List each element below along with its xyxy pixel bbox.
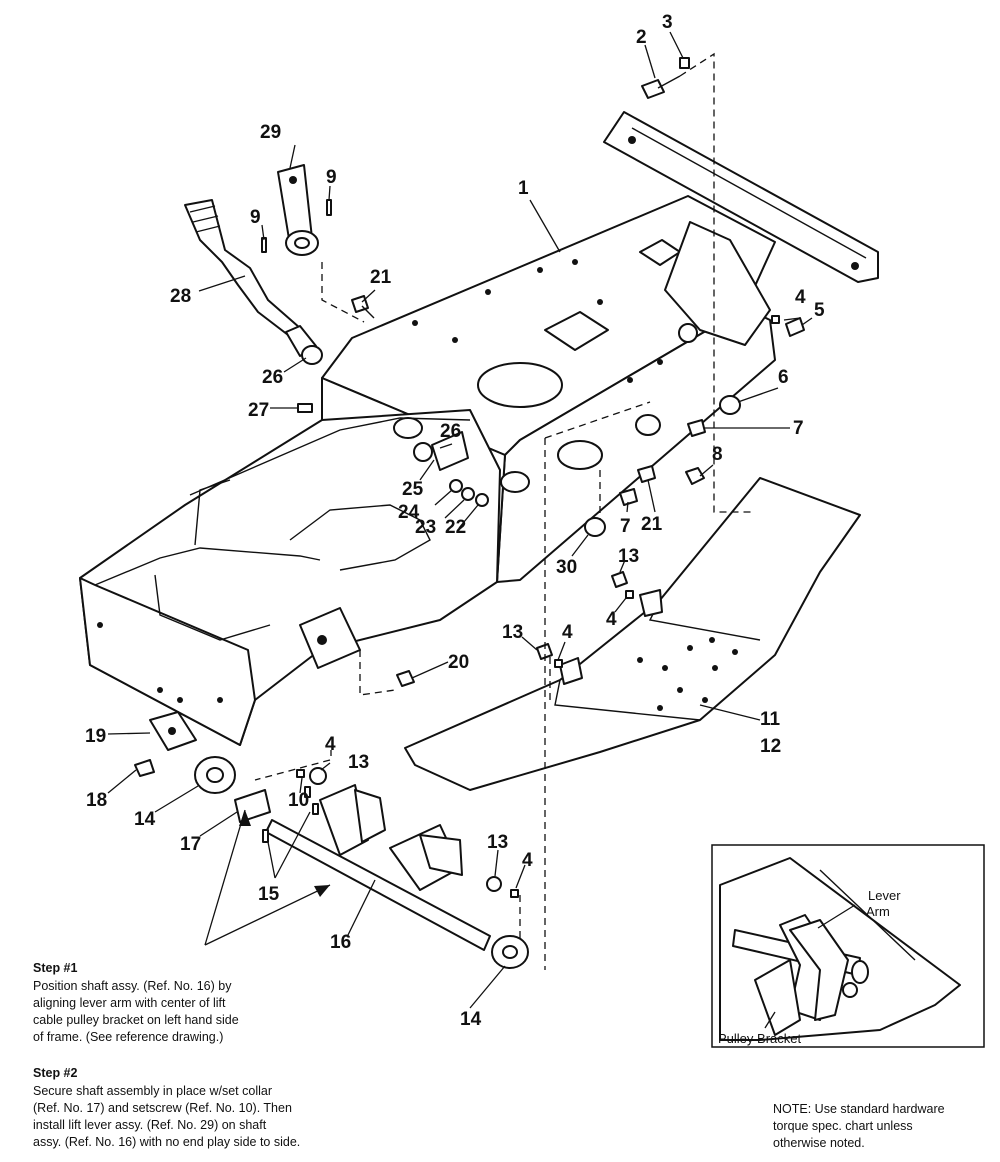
callout-7b: 7 [620,516,631,537]
torque-note-line: torque spec. chart unless [773,1119,913,1133]
callout-1: 1 [518,178,529,199]
inset-label-lever: Lever Arm [866,888,904,919]
callout-4d: 4 [325,734,336,755]
footrest-plate [404,477,861,791]
callout-28: 28 [170,286,191,307]
hardware [297,57,805,687]
step2-line: (Ref. No. 17) and setscrew (Ref. No. 10)… [33,1101,292,1115]
step1-line: Position shaft assy. (Ref. No. 16) by [33,979,232,993]
callout-4c: 4 [562,622,573,643]
main-frame [79,195,776,746]
step2-line: assy. (Ref. No. 16) with no end play sid… [33,1135,301,1149]
inset-label-pulley-bracket: Pulley Bracket [718,1031,801,1046]
shaft-assembly [134,711,529,969]
callout-17: 17 [180,834,201,855]
front-cross-bar [603,111,879,283]
callout-24: 24 [398,502,420,523]
reference-inset: Lever Arm Pulley Bracket [711,844,985,1048]
callouts: 1 2 3 29 9 9 28 21 26 27 4 5 6 7 8 7 21 … [85,12,825,1030]
callout-29: 29 [260,122,281,143]
callout-8: 8 [712,444,723,465]
callout-12: 12 [760,736,781,757]
callout-3: 3 [662,12,673,33]
step2-line: install lift lever assy. (Ref. No. 29) o… [33,1118,267,1132]
callout-13c: 13 [348,752,369,773]
torque-note: NOTE: Use standard hardware torque spec.… [773,1101,993,1152]
callout-7a: 7 [793,418,804,439]
callout-26b: 26 [440,421,461,442]
callout-13a: 13 [618,546,639,567]
torque-note-line: NOTE: Use standard hardware [773,1102,945,1116]
callout-13b: 13 [502,622,523,643]
callout-23: 23 [415,517,436,538]
step1-instructions: Step #1 Position shaft assy. (Ref. No. 1… [33,960,363,1046]
callout-4e: 4 [522,850,533,871]
inset-label-lever-line2: Arm [866,904,890,919]
callout-4a: 4 [795,287,806,308]
callout-22: 22 [445,517,466,538]
alignment-lines [254,52,752,970]
step1-title: Step #1 [33,961,78,975]
callout-6: 6 [778,367,789,388]
step2-line: Secure shaft assembly in place w/set col… [33,1084,272,1098]
callout-9a: 9 [326,167,337,188]
callout-14a: 14 [134,809,156,830]
inset-label-lever-line1: Lever [868,888,901,903]
callout-25: 25 [402,479,424,500]
callout-30: 30 [556,557,577,578]
leader-lines [107,31,813,1009]
callout-21a: 21 [370,267,392,288]
callout-2: 2 [636,27,647,48]
callout-20: 20 [448,652,469,673]
callout-21b: 21 [641,514,663,535]
callout-18: 18 [86,790,107,811]
callout-16: 16 [330,932,351,953]
callout-19: 19 [85,726,106,747]
lift-lever-arm [261,164,332,256]
callout-26a: 26 [262,367,283,388]
callout-11: 11 [760,709,781,730]
torque-note-line: otherwise noted. [773,1136,865,1150]
callout-5: 5 [814,300,825,321]
step1-line: cable pulley bracket on left hand side [33,1013,239,1027]
callout-14b: 14 [460,1009,482,1030]
step2-instructions: Step #2 Secure shaft assembly in place w… [33,1065,393,1151]
callout-27: 27 [248,400,269,421]
callout-13d: 13 [487,832,508,853]
step2-title: Step #2 [33,1066,78,1080]
step1-line: aligning lever arm with center of lift [33,996,226,1010]
callout-10: 10 [288,790,309,811]
callout-15: 15 [258,884,280,905]
callout-9b: 9 [250,207,261,228]
callout-4b: 4 [606,609,617,630]
step1-line: of frame. (See reference drawing.) [33,1030,224,1044]
